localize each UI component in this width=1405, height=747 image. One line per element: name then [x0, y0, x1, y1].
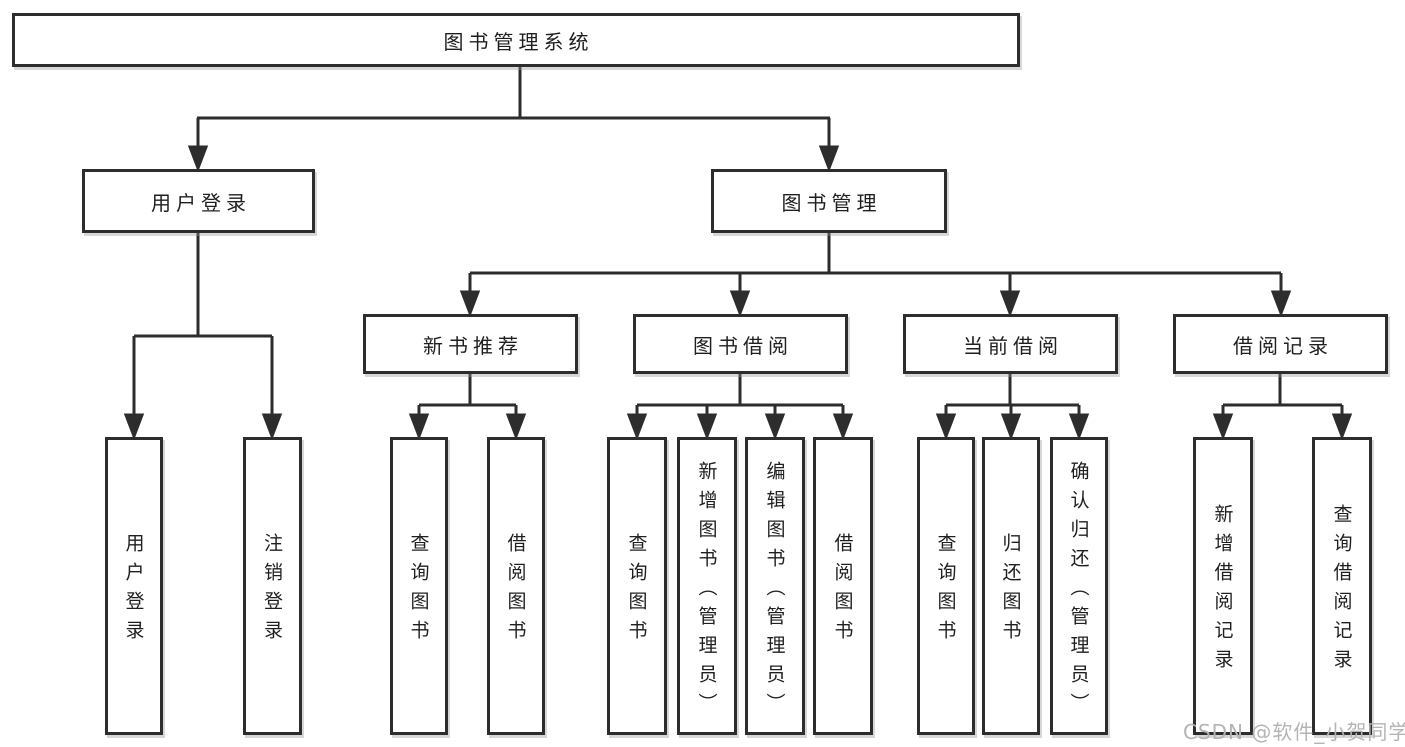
arrowhead: [505, 413, 527, 441]
leaf-query-book-borrow: 查询图书: [607, 437, 667, 735]
node-current-borrow: 当前借阅: [903, 314, 1118, 374]
leaf-confirm-return-admin: 确认归还（管理员）: [1050, 437, 1108, 735]
node-borrow-record: 借阅记录: [1173, 314, 1388, 374]
connector-current-borrow-branch: [935, 374, 1090, 441]
arrowhead: [832, 413, 854, 441]
leaf-add-book-admin-label: 新增图书（管理员）: [695, 460, 718, 722]
node-user-login-label: 用户登录: [151, 190, 251, 215]
leaf-borrow-book: 借阅图书: [813, 437, 873, 735]
arrowhead: [1212, 413, 1234, 441]
leaf-borrow-book-recommend: 借阅图书: [487, 437, 545, 735]
connector-book-borrow-branch: [626, 374, 854, 441]
arrowhead: [729, 290, 751, 318]
connector-book-mgmt-branch: [459, 233, 1292, 318]
leaf-return-book: 归还图书: [982, 437, 1040, 735]
leaf-add-borrow-record: 新增借阅记录: [1193, 437, 1253, 735]
arrowhead: [187, 145, 209, 173]
arrowhead: [123, 413, 145, 441]
connector-user-login-branch: [123, 233, 283, 441]
leaf-confirm-return-admin-label: 确认归还（管理员）: [1067, 460, 1090, 722]
leaf-query-book-recommend: 查询图书: [390, 437, 448, 735]
node-book-borrow-label: 图书借阅: [693, 333, 793, 358]
leaf-logout: 注销登录: [243, 437, 302, 735]
node-user-login: 用户登录: [82, 169, 315, 233]
node-borrow-record-label: 借阅记录: [1233, 333, 1333, 358]
leaf-query-book-current-label: 查询图书: [934, 533, 957, 649]
arrowhead: [261, 413, 283, 441]
arrowhead: [408, 413, 430, 441]
leaf-query-book-borrow-label: 查询图书: [625, 533, 648, 649]
arrowhead: [1000, 413, 1022, 441]
leaf-return-book-label: 归还图书: [999, 533, 1022, 649]
arrowhead: [764, 413, 786, 441]
leaf-logout-label: 注销登录: [261, 533, 283, 649]
node-book-borrow: 图书借阅: [633, 314, 848, 374]
leaf-add-book-admin: 新增图书（管理员）: [677, 437, 737, 735]
node-root-system: 图书管理系统: [12, 13, 1020, 67]
arrowhead: [1331, 413, 1353, 441]
leaf-user-login: 用户登录: [105, 437, 163, 735]
arrowhead: [459, 290, 481, 318]
node-book-management: 图书管理: [711, 169, 947, 233]
connector-new-book-branch: [408, 374, 527, 441]
node-root-system-label: 图书管理系统: [443, 29, 594, 54]
arrowhead: [999, 290, 1021, 318]
leaf-add-borrow-record-label: 新增借阅记录: [1211, 504, 1234, 678]
leaf-edit-book-admin: 编辑图书（管理员）: [745, 437, 805, 735]
arrowhead: [818, 145, 840, 173]
leaf-query-book-recommend-label: 查询图书: [407, 533, 430, 649]
node-current-borrow-label: 当前借阅: [963, 333, 1063, 358]
leaf-query-borrow-record-label: 查询借阅记录: [1330, 504, 1353, 678]
leaf-borrow-book-recommend-label: 借阅图书: [504, 533, 527, 649]
leaf-query-book-current: 查询图书: [917, 437, 975, 735]
connector-root-branch: [187, 67, 840, 173]
arrowhead: [626, 413, 648, 441]
arrowhead: [696, 413, 718, 441]
arrowhead: [1068, 413, 1090, 441]
leaf-edit-book-admin-label: 编辑图书（管理员）: [763, 460, 786, 722]
leaf-user-login-label: 用户登录: [122, 533, 145, 649]
node-new-book-recommend: 新书推荐: [363, 314, 578, 374]
node-book-management-label: 图书管理: [781, 190, 882, 215]
node-new-book-recommend-label: 新书推荐: [423, 333, 523, 358]
arrowhead: [935, 413, 957, 441]
leaf-query-borrow-record: 查询借阅记录: [1312, 437, 1372, 735]
leaf-borrow-book-label: 借阅图书: [831, 533, 854, 649]
connector-borrow-record-branch: [1212, 374, 1353, 441]
csdn-watermark: CSDN @软件_小贺同学: [1183, 720, 1405, 744]
arrowhead: [1270, 290, 1292, 318]
